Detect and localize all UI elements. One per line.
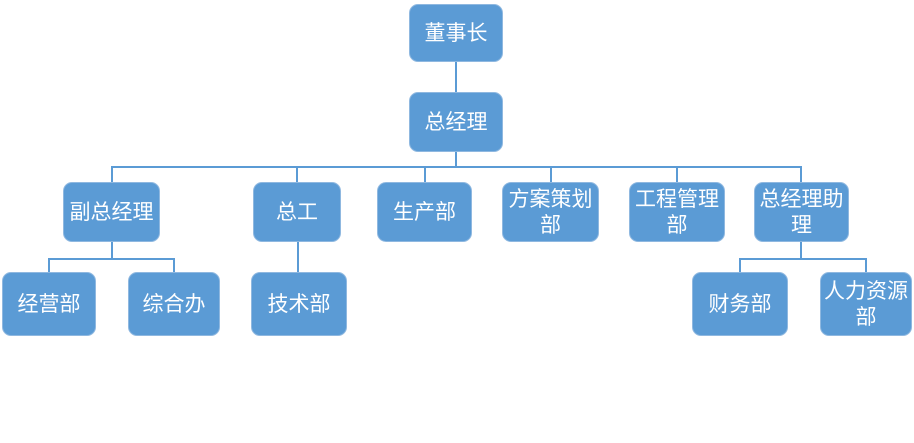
org-node-human-resources-dept: 人力资源部 [820, 272, 912, 336]
connector-line [173, 259, 175, 272]
connector-line [550, 167, 552, 182]
connector-line [739, 259, 741, 272]
connector-line [800, 167, 802, 182]
connector-line [739, 258, 867, 260]
org-node-production-dept: 生产部 [377, 182, 472, 242]
org-node-engineering-management-dept: 工程管理部 [629, 182, 725, 242]
connector-line [455, 62, 457, 92]
connector-line [865, 259, 867, 272]
connector-line [800, 242, 802, 259]
connector-line [296, 167, 298, 182]
connector-line [111, 242, 113, 259]
org-node-operations-dept: 经营部 [2, 272, 96, 336]
connector-line [424, 167, 426, 182]
connector-line [297, 242, 299, 272]
org-node-general-manager: 总经理 [409, 92, 503, 152]
connector-line [111, 167, 113, 182]
org-node-planning-dept: 方案策划部 [502, 182, 599, 242]
org-node-finance-dept: 财务部 [692, 272, 788, 336]
org-node-general-manager-assistant: 总经理助理 [754, 182, 849, 242]
connector-line [676, 167, 678, 182]
connector-line [111, 166, 802, 168]
connector-line [48, 258, 175, 260]
org-node-chief-engineer: 总工 [253, 182, 341, 242]
org-node-technology-dept: 技术部 [251, 272, 347, 336]
org-node-chairman: 董事长 [409, 4, 503, 62]
connector-line [48, 259, 50, 272]
connector-line [455, 152, 457, 167]
org-node-deputy-general-manager: 副总经理 [63, 182, 160, 242]
org-node-general-affairs-office: 综合办 [128, 272, 220, 336]
